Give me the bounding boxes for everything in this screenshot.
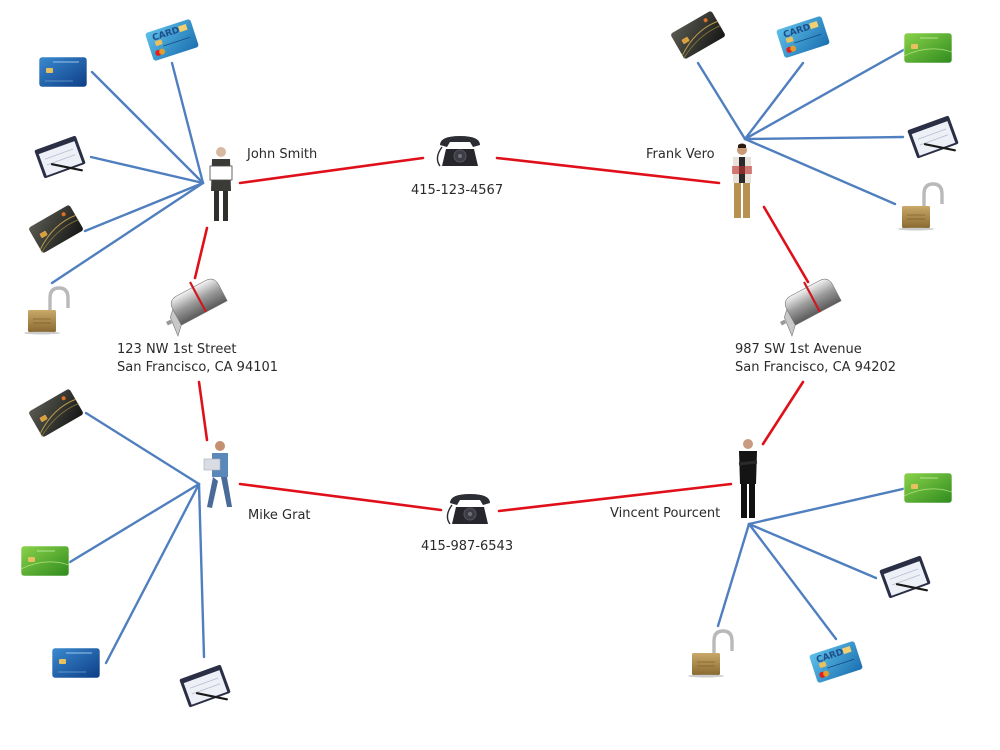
asset-link-vincent-2 — [747, 522, 838, 641]
john-asset-credit-card-dark-blue-1-card-icon — [38, 56, 88, 88]
mike-asset-credit-card-dark-blue-2-card-icon — [51, 647, 101, 679]
vincent-asset-credit-card-card-blue-2-card-icon: CARD — [809, 640, 863, 684]
person-label-john: John Smith — [247, 147, 318, 162]
asset-link-frank-3 — [743, 135, 905, 141]
vincent-asset-padlock-open-3-padlock-icon — [688, 629, 734, 678]
address-1-line1: 123 NW 1st Street — [117, 342, 237, 357]
frank-asset-credit-card-green-2-card-icon — [903, 32, 953, 64]
asset-link-frank-0 — [696, 61, 747, 141]
asset-link-frank-2 — [743, 46, 909, 141]
address-2-line1: 987 SW 1st Avenue — [735, 342, 862, 357]
person-john-smith — [209, 147, 233, 221]
vincent-asset-checkbook-1-checkbook-icon — [879, 555, 931, 599]
icons-layer: CARD CARD CARD — [20, 10, 959, 708]
vincent-asset-credit-card-green-0-card-icon — [903, 472, 953, 504]
asset-link-vincent-0 — [747, 486, 909, 526]
link-phone2-vincent — [497, 482, 733, 513]
mike-asset-checkbook-3-checkbook-icon — [179, 664, 231, 708]
link-frank-mailbox2 — [762, 205, 810, 284]
frank-asset-credit-card-card-blue-1-card-icon: CARD — [776, 15, 830, 59]
asset-link-john-0 — [170, 61, 205, 185]
asset-link-frank-1 — [743, 61, 805, 141]
address-1-line2: San Francisco, CA 94101 — [117, 360, 279, 375]
asset-link-mike-3 — [197, 482, 206, 659]
phone-number-1: 415-123-4567 — [411, 183, 504, 198]
links-layer — [50, 46, 909, 665]
phone-number-2: 415-987-6543 — [421, 539, 514, 554]
mike-asset-credit-card-green-1-card-icon — [20, 545, 70, 577]
asset-link-frank-4 — [743, 137, 897, 206]
asset-link-john-3 — [83, 181, 205, 233]
frank-asset-checkbook-3-checkbook-icon — [907, 115, 959, 159]
address-2-line2: San Francisco, CA 94202 — [735, 360, 897, 375]
john-asset-padlock-open-4-padlock-icon — [24, 286, 70, 335]
asset-link-john-1 — [90, 70, 205, 185]
telephone-icon-1 — [436, 136, 480, 167]
person-label-vincent: Vincent Pourcent — [610, 506, 721, 521]
person-frank-vero — [732, 143, 752, 218]
link-john-mailbox1 — [193, 226, 209, 280]
person-vincent-pourcent — [738, 439, 758, 518]
asset-link-mike-2 — [104, 482, 201, 665]
john-asset-checkbook-2-checkbook-icon — [34, 135, 86, 179]
asset-link-john-4 — [50, 181, 205, 285]
link-mike-phone2 — [238, 482, 443, 512]
telephone-icon-2 — [446, 494, 490, 525]
mike-asset-credit-card-black-0-card-icon — [28, 388, 84, 438]
john-asset-credit-card-card-blue-0-card-icon: CARD — [145, 18, 199, 62]
person-mike-grat — [203, 441, 232, 508]
john-asset-credit-card-black-3-card-icon — [28, 204, 84, 254]
asset-link-john-2 — [89, 155, 205, 185]
mailbox-icon-2 — [779, 278, 842, 337]
asset-link-mike-0 — [84, 411, 201, 486]
frank-asset-padlock-open-4-padlock-icon — [898, 182, 944, 231]
link-mailbox2-vincent — [761, 380, 805, 446]
asset-link-mike-1 — [68, 482, 201, 564]
asset-link-vincent-3 — [716, 522, 751, 628]
frank-asset-credit-card-black-0-card-icon — [670, 10, 726, 60]
link-john-phone1 — [238, 156, 425, 185]
asset-link-vincent-1 — [747, 522, 878, 580]
person-label-mike: Mike Grat — [248, 508, 311, 523]
link-mailbox1-mike — [197, 380, 209, 442]
link-phone1-frank — [495, 156, 721, 185]
mailbox-icon-1 — [165, 278, 228, 337]
person-label-frank: Frank Vero — [646, 147, 715, 162]
